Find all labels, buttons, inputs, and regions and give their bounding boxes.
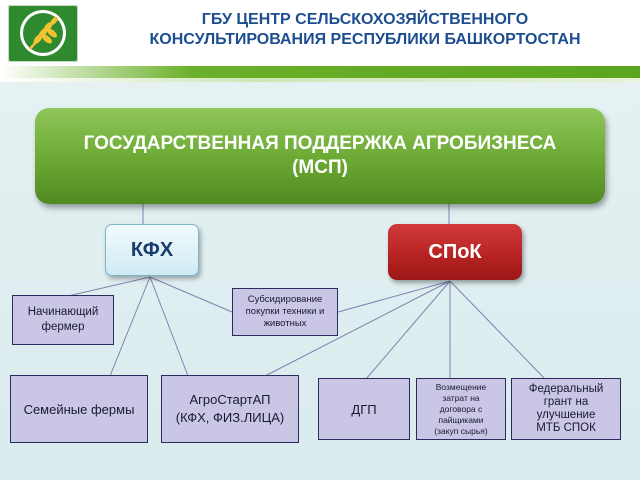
connector-kfh-family: [109, 276, 151, 377]
header-divider: [0, 66, 640, 78]
header-divider-light: [0, 78, 640, 82]
dgp-label: ДГП: [351, 401, 377, 417]
connector-spok-agro: [264, 280, 451, 377]
start-farmer-line-2: фермер: [41, 321, 85, 333]
reimbursement-line-3: договора с: [439, 403, 483, 414]
title-line-2: КОНСУЛЬТИРОВАНИЯ РЕСПУБЛИКИ БАШКОРТОСТАН: [149, 31, 581, 48]
connector-kfh-agro: [149, 276, 189, 377]
kfh-box: КФХ: [105, 224, 199, 276]
kfh-label: КФХ: [130, 238, 174, 261]
family-farms-box: Семейные фермы: [10, 375, 148, 443]
reimbursement-line-4: пайщиками: [438, 414, 484, 425]
page-title: ГБУ ЦЕНТР СЕЛЬСКОХОЗЯЙСТВЕННОГО КОНСУЛЬТ…: [95, 10, 635, 50]
main-box-line-1: ГОСУДАРСТВЕННАЯ ПОДДЕРЖКА АГРОБИЗНЕСА: [83, 133, 557, 154]
federal-grant-line-4: МТБ СПОК: [536, 422, 596, 434]
subsidy-line-2: покупки техники и: [245, 306, 325, 317]
spok-label: СПоК: [428, 240, 482, 263]
family-farms-label: Семейные фермы: [23, 401, 135, 417]
reimbursement-box: Возмещение затрат на договора с пайщикам…: [416, 378, 506, 440]
reimbursement-line-5: (закуп сырья): [434, 425, 488, 436]
main-box-line-2: (МСП): [292, 157, 348, 178]
start-farmer-line-1: Начинающий: [27, 306, 99, 318]
connector-kfh-start: [67, 276, 151, 297]
reimbursement-line-1: Возмещение: [435, 381, 487, 392]
agrostartup-box: АгроСтартАП (КФХ, ФИЗ.ЛИЦА): [161, 375, 299, 443]
subsidy-line-3: животных: [263, 318, 307, 329]
agrostartup-line-2: (КФХ, ФИЗ.ЛИЦА): [175, 410, 285, 425]
federal-grant-box: Федеральный грант на улучшение МТБ СПОК: [511, 378, 621, 440]
connector-spok-fed: [449, 280, 546, 380]
connector-spok-dgp: [365, 280, 451, 380]
federal-grant-line-1: Федеральный: [528, 383, 604, 395]
connector-spok-subsidy: [337, 280, 451, 313]
federal-grant-line-2: грант на: [543, 396, 589, 408]
spok-box: СПоК: [388, 224, 522, 280]
main-box-state-support: ГОСУДАРСТВЕННАЯ ПОДДЕРЖКА АГРОБИЗНЕСА (М…: [35, 108, 605, 204]
subsidy-line-1: Субсидирование: [247, 294, 323, 305]
agrostartup-line-1: АгроСтартАП: [189, 392, 271, 407]
reimbursement-line-2: затрат на: [442, 392, 480, 403]
start-farmer-box: Начинающий фермер: [12, 295, 114, 345]
federal-grant-line-3: улучшение: [536, 409, 596, 421]
header: ГБУ ЦЕНТР СЕЛЬСКОХОЗЯЙСТВЕННОГО КОНСУЛЬТ…: [0, 0, 640, 66]
connector-kfh-subsidy: [149, 276, 233, 313]
dgp-box: ДГП: [318, 378, 410, 440]
title-line-1: ГБУ ЦЕНТР СЕЛЬСКОХОЗЯЙСТВЕННОГО: [201, 11, 529, 28]
subsidy-box: Субсидирование покупки техники и животны…: [232, 288, 338, 336]
